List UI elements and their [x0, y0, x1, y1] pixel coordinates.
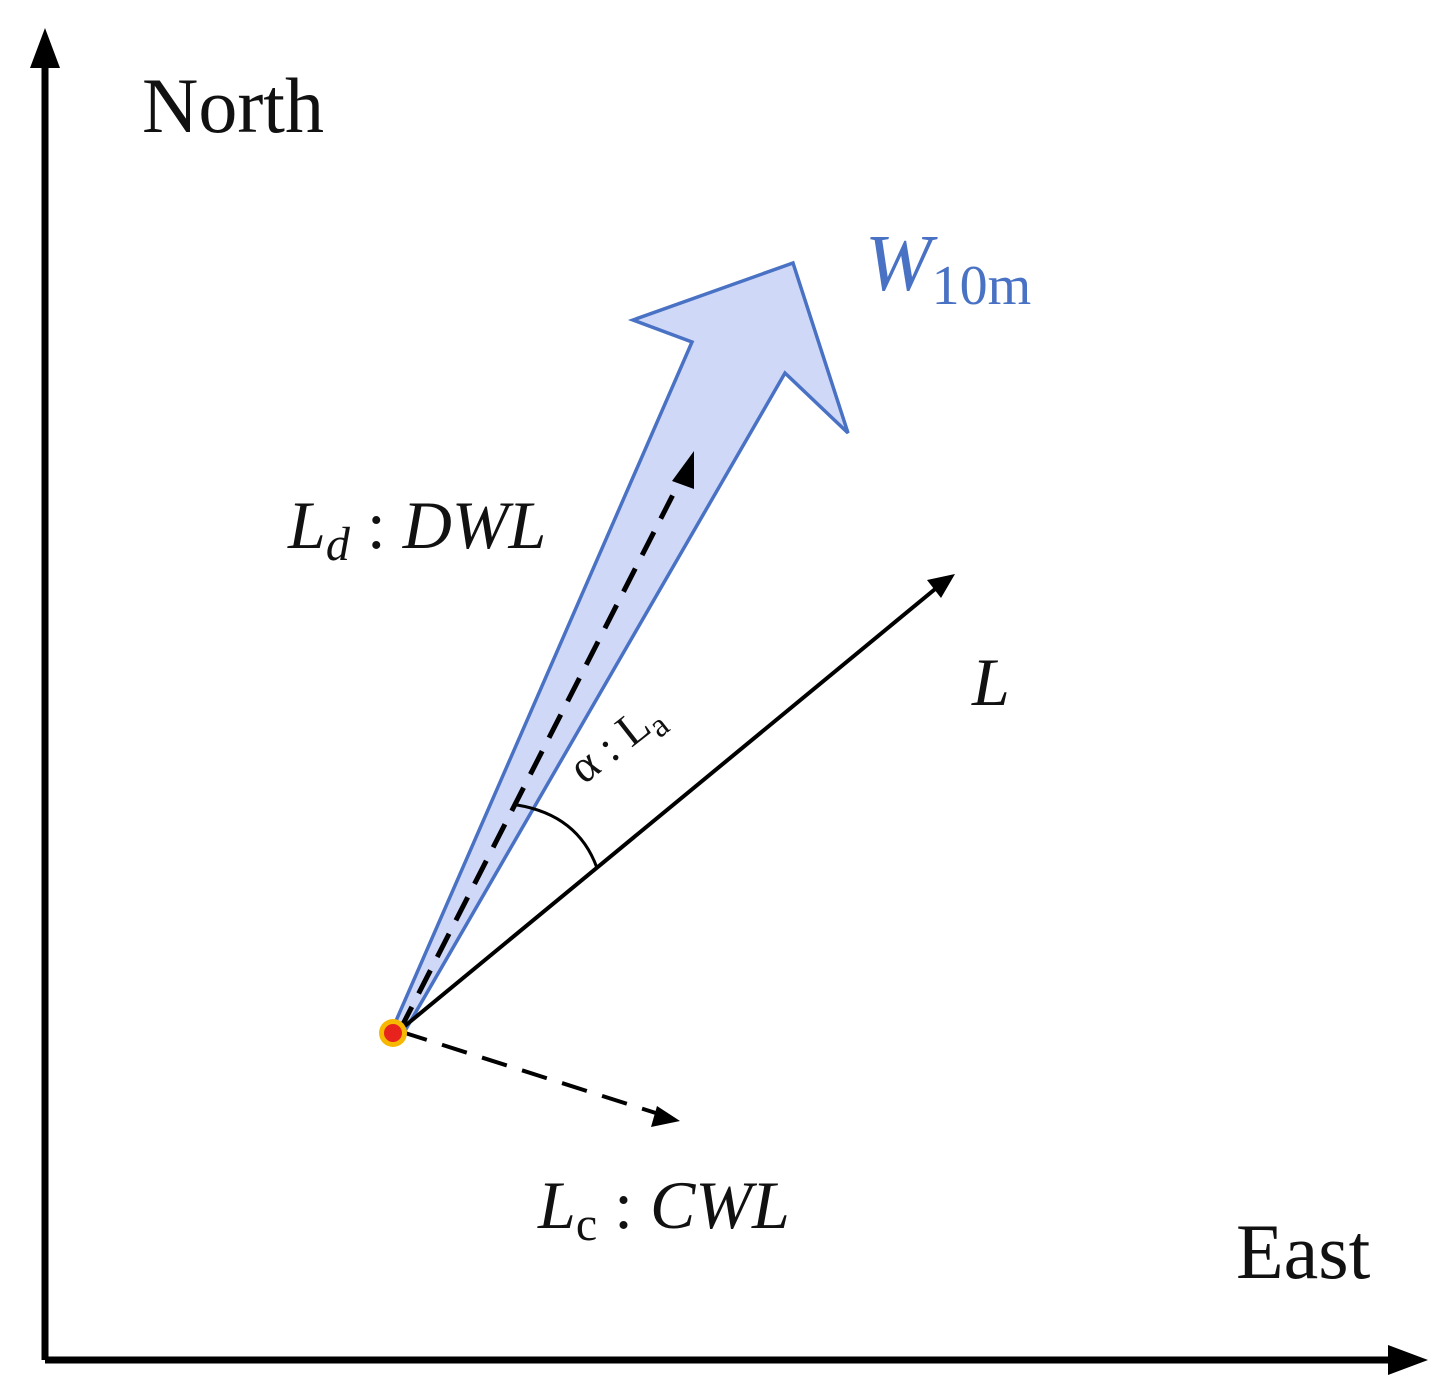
- crosswind-line-label: Lc : CWL: [537, 1167, 790, 1251]
- line-l-label: L: [971, 644, 1010, 720]
- east-axis: [45, 1345, 1428, 1375]
- origin-point: [379, 1019, 407, 1047]
- wind-label: W10m: [865, 220, 1031, 317]
- north-label: North: [142, 62, 324, 149]
- wind-arrow: [389, 260, 850, 1039]
- line-l: [398, 574, 955, 1032]
- downwind-line-label: Ld : DWL: [287, 487, 546, 571]
- downwind-line: [397, 451, 694, 1032]
- crosswind-line: [401, 1030, 680, 1127]
- east-label: East: [1236, 1208, 1371, 1295]
- north-axis: [30, 28, 60, 1360]
- angle-arc: [516, 803, 599, 869]
